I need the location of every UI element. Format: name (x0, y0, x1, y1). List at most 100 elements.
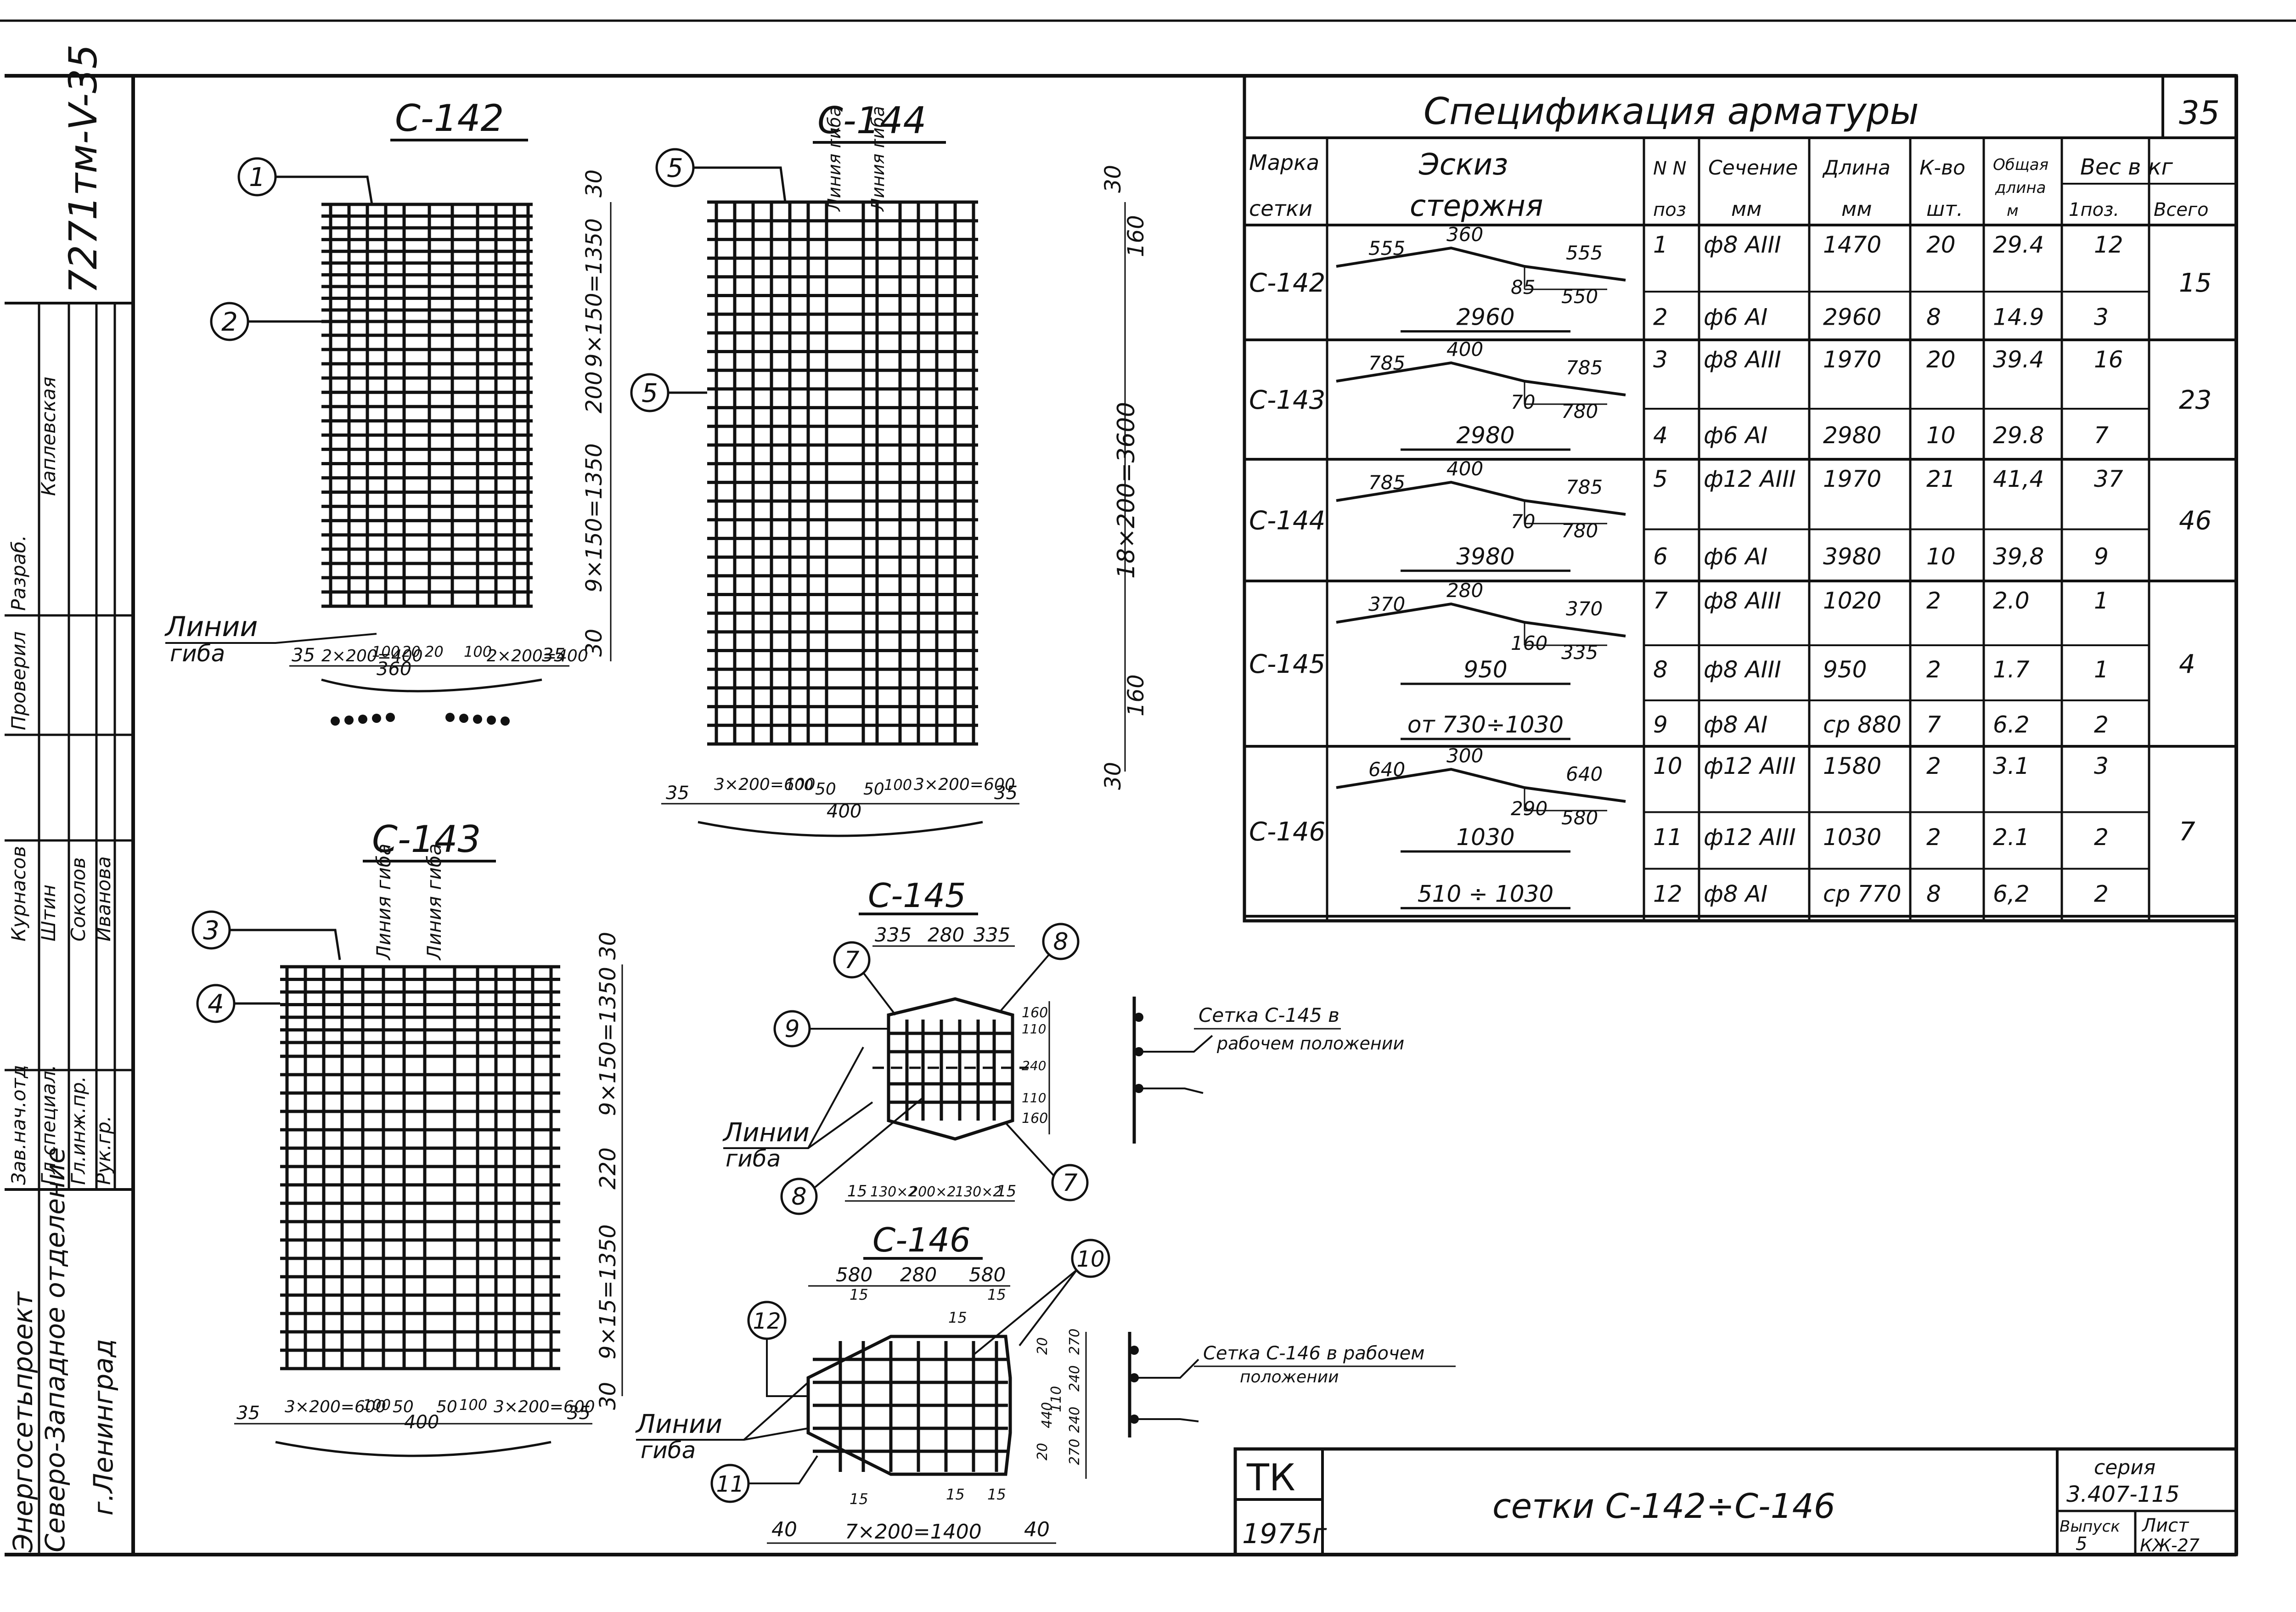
c145-top-dims: 335 280 335 (872, 924, 1015, 947)
svg-text:35: 35 (567, 1403, 591, 1424)
svg-text:20: 20 (402, 643, 421, 660)
svg-text:100: 100 (372, 643, 400, 660)
c146-note: Сетка С-146 в рабочем (1203, 1343, 1424, 1364)
spec-cell: 2 (1926, 587, 1941, 614)
svg-text:шт.: шт. (1926, 197, 1963, 221)
svg-text:стержня: стержня (1410, 189, 1543, 223)
sketch-dim: 780 (1561, 519, 1598, 542)
svg-text:Общая: Общая (1993, 156, 2048, 174)
svg-text:11: 11 (716, 1471, 744, 1497)
svg-text:270: 270 (1067, 1329, 1083, 1355)
svg-text:Линия гиба: Линия гиба (423, 844, 445, 961)
c142-grid (321, 203, 533, 608)
c146-callout-10 (1071, 1239, 1110, 1278)
c142-callout-2-label: 2 (221, 307, 238, 337)
svg-text:280: 280 (928, 924, 964, 946)
c145-callout-8b (780, 1178, 818, 1215)
sketch-dim: 510 ÷ 1030 (1418, 880, 1553, 907)
spec-cell: 1 (2094, 656, 2109, 683)
svg-text:Линия гиба: Линия гиба (372, 844, 395, 961)
issue-label: Выпуск (2060, 1517, 2120, 1536)
sketch-dim: 3980 (1456, 543, 1514, 570)
spec-cell: 6.2 (1993, 711, 2030, 738)
c146-bottom-main: 7×200=1400 (845, 1520, 982, 1544)
sketch-dim: 370 (1566, 597, 1603, 620)
svg-text:130×2: 130×2 (870, 1184, 917, 1200)
spec-cell: 1970 (1823, 346, 1881, 373)
series-label: серия (2094, 1456, 2155, 1479)
c145-callout-7b (1051, 1164, 1089, 1201)
spec-cell: 39,8 (1993, 543, 2044, 570)
spec-cell: 2 (2094, 711, 2109, 738)
c142-callout-1-label: 1 (249, 163, 265, 192)
year-label: 1975г (1242, 1518, 1327, 1550)
svg-text:20: 20 (425, 643, 444, 660)
sketch-dim: 950 (1463, 656, 1507, 683)
svg-text:35: 35 (236, 1403, 260, 1424)
c142-bend-label: Линии (164, 611, 258, 643)
spec-cell: 29.8 (1993, 422, 2044, 449)
c144-bend-line-1: Линия гиба (824, 106, 844, 212)
spec-total: 46 (2179, 506, 2212, 536)
svg-text:40: 40 (1024, 1518, 1050, 1541)
spec-cell: 5 (1653, 466, 1668, 492)
svg-text:280: 280 (900, 1263, 937, 1286)
svg-text:положении: положении (1240, 1368, 1339, 1387)
spec-cell: 9 (2094, 543, 2109, 570)
spec-table: Спецификация арматуры 35 Марка сетки Эск… (1243, 74, 2238, 923)
sketch-dim: 550 (1561, 285, 1598, 308)
sketch-dim: 785 (1368, 471, 1405, 494)
svg-text:гиба: гиба (726, 1145, 781, 1172)
spec-cell: 37 (2094, 466, 2123, 492)
svg-text:15: 15 (996, 1182, 1016, 1201)
svg-text:160: 160 (1123, 674, 1149, 716)
svg-text:мм: мм (1841, 197, 1872, 221)
spec-cell: 950 (1823, 656, 1867, 683)
svg-text:15: 15 (987, 1286, 1006, 1303)
c146-top-dims: 580 280 580 15 15 15 (808, 1263, 1010, 1326)
svg-text:9×150=1350: 9×150=1350 (595, 967, 621, 1116)
svg-text:гиба: гиба (641, 1437, 696, 1464)
sketch-dim: 70 (1511, 391, 1535, 413)
spec-cell: 12 (1653, 880, 1683, 907)
spec-cell: ф6 AI (1704, 422, 1767, 449)
stamp-name-2: Штин (37, 885, 60, 941)
svg-text:400: 400 (404, 1412, 439, 1433)
spec-total: 23 (2179, 385, 2212, 415)
spec-cell: 3 (2094, 753, 2109, 779)
svg-text:12: 12 (753, 1308, 781, 1334)
sketch-dim: 555 (1566, 242, 1603, 264)
stamp-role-2: Гл.специал. (37, 1065, 60, 1185)
sketch-dim: 2960 (1456, 304, 1514, 331)
spec-cell: 1 (1653, 231, 1668, 258)
svg-text:Вес в кг: Вес в кг (2080, 154, 2173, 180)
sketch-dim: 160 (1511, 632, 1548, 654)
spec-cell: 29.4 (1993, 231, 2044, 258)
mesh-c144: С-144 Линия гиба Линия гиба 5 5 30 160 1… (630, 99, 1149, 837)
spec-cell: 20 (1926, 346, 1956, 373)
c145-bottom-dims: 15 130×2 200×2 130×2 15 (845, 1182, 1016, 1202)
spec-cell: 12 (2094, 231, 2123, 258)
svg-text:270: 270 (1067, 1439, 1083, 1465)
svg-text:50: 50 (815, 780, 836, 799)
c144-dim-main: 18×200=3600 (1113, 402, 1140, 579)
svg-text:7: 7 (844, 947, 859, 974)
spec-cell: 2 (1926, 656, 1941, 683)
svg-text:2×200=400: 2×200=400 (487, 647, 588, 665)
spec-cell: 41,4 (1993, 466, 2044, 492)
svg-text:N N: N N (1653, 158, 1687, 179)
svg-text:200×2: 200×2 (909, 1184, 956, 1200)
svg-text:Эскиз: Эскиз (1418, 148, 1508, 182)
sketch-dim: 280 (1446, 579, 1483, 602)
svg-text:335: 335 (875, 924, 912, 946)
spec-cell: ср 770 (1823, 880, 1902, 907)
c142-dim-5: 30 (581, 629, 607, 657)
spec-cell: 7 (1926, 711, 1941, 738)
issue-number: 5 (2076, 1533, 2087, 1555)
svg-text:К-во: К-во (1919, 156, 1965, 180)
spec-cell: 1020 (1823, 587, 1881, 614)
c143-title: С-143 (372, 818, 481, 861)
c142-dim-2: 9×150=1350 (581, 218, 607, 367)
stamp-name-8: Каплевская (37, 377, 60, 496)
sketch-dim: 70 (1511, 510, 1535, 533)
